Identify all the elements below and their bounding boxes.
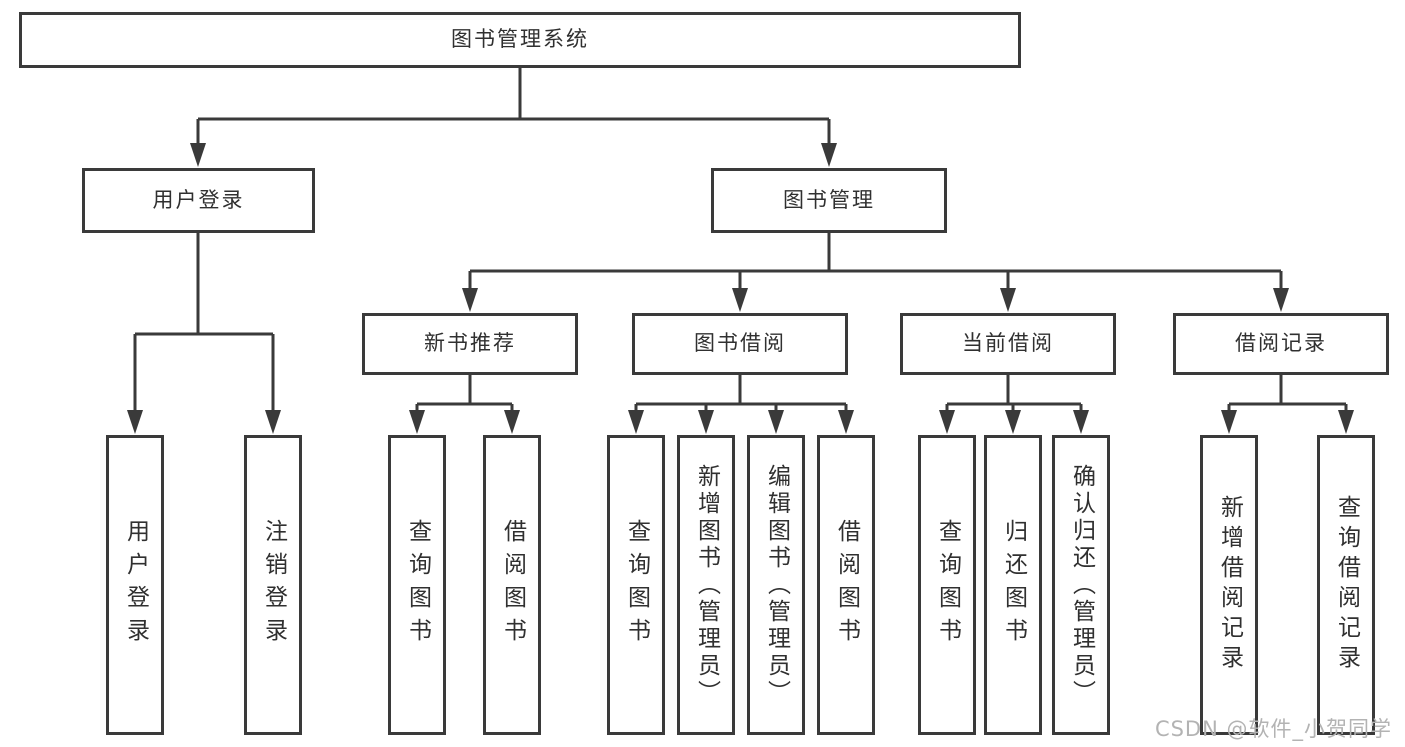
leaf-add-books-admin: 新增图书（管理员） xyxy=(677,435,735,735)
csdn-watermark: CSDN @软件_小贺同学 xyxy=(1154,717,1392,741)
leaf-query-books-1: 查询图书 xyxy=(388,435,446,735)
leaf-confirm-return-admin: 确认归还（管理员） xyxy=(1052,435,1110,735)
node-current-borrowing: 当前借阅 xyxy=(900,313,1116,375)
node-root-library-management-system: 图书管理系统 xyxy=(19,12,1021,68)
node-borrowing-records: 借阅记录 xyxy=(1173,313,1389,375)
leaf-add-borrow-record: 新增借阅记录 xyxy=(1200,435,1258,735)
node-book-management-branch: 图书管理 xyxy=(711,168,947,233)
leaf-user-login: 用户登录 xyxy=(106,435,164,735)
leaf-edit-books-admin: 编辑图书（管理员） xyxy=(747,435,805,735)
node-new-book-recommendation: 新书推荐 xyxy=(362,313,578,375)
leaf-query-books-3: 查询图书 xyxy=(918,435,976,735)
leaf-borrow-books-1: 借阅图书 xyxy=(483,435,541,735)
leaf-query-books-2: 查询图书 xyxy=(607,435,665,735)
leaf-return-books: 归还图书 xyxy=(984,435,1042,735)
leaf-logout: 注销登录 xyxy=(244,435,302,735)
leaf-query-borrow-record: 查询借阅记录 xyxy=(1317,435,1375,735)
node-book-borrowing: 图书借阅 xyxy=(632,313,848,375)
leaf-borrow-books-2: 借阅图书 xyxy=(817,435,875,735)
node-user-login-branch: 用户登录 xyxy=(82,168,315,233)
